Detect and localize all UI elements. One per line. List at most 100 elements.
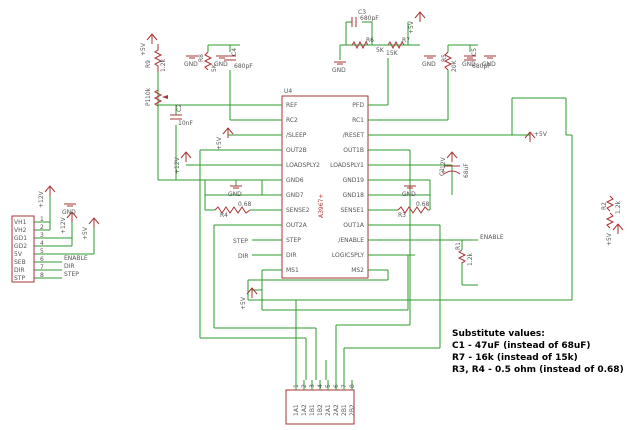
components: R9 1.2k P1 10k C2 10nF R8 5K C4 680pF C3… xyxy=(145,9,622,266)
chip-pin-left: MS1 xyxy=(286,267,299,274)
chip-pin-right: PFD xyxy=(352,102,364,109)
net-dir-chip: DIR xyxy=(238,253,249,260)
net-enable-chip: ENABLE xyxy=(480,234,504,241)
svg-text:10nF: 10nF xyxy=(178,120,193,127)
supply-label: +12V xyxy=(174,156,181,174)
svg-text:R6: R6 xyxy=(366,37,374,44)
bottom-header-pin-label: 2A2 xyxy=(333,404,340,416)
left-header-pin-number: 3 xyxy=(40,232,44,239)
bottom-header-pin-label: 1B2 xyxy=(317,404,324,416)
left-header-pin-number: 7 xyxy=(40,264,44,271)
supply-arrow-icon: +5V xyxy=(240,287,258,310)
supply-arrow-icon: +12V xyxy=(440,151,458,174)
chip-pin-right: RC1 xyxy=(352,117,364,124)
supply-label: +5V xyxy=(216,136,223,150)
ground-icon: GND xyxy=(184,55,198,68)
ground-label: GND xyxy=(184,61,198,68)
ground-label: GND xyxy=(462,61,476,68)
svg-text:R4: R4 xyxy=(220,212,228,219)
chip-pins-left: REFRC2/SLEEPOUT2BLOADSPLY2GND6GND7SENSE2… xyxy=(262,102,320,274)
supply-label: +5V xyxy=(408,20,415,34)
ground-icon: GND xyxy=(332,61,346,74)
bottom-header-pin-number: 8 xyxy=(349,384,356,388)
ground-icon: GND xyxy=(402,185,416,198)
supply-label: +5V xyxy=(82,226,89,240)
bottom-header-pin-number: 6 xyxy=(333,384,340,388)
ground-label: GND xyxy=(62,209,76,216)
net-step-header: STEP xyxy=(64,271,79,278)
chip-pin-left: STEP xyxy=(286,237,301,244)
svg-text:R1: R1 xyxy=(455,242,462,250)
ground-icon: GND xyxy=(228,185,242,198)
net-step-chip: STEP xyxy=(233,238,248,245)
supply-label: +5V xyxy=(140,42,147,56)
bottom-header-pin-label: 2B2 xyxy=(349,404,356,416)
supply-arrow-icon: +12V xyxy=(60,211,78,234)
net-enable-header: ENABLE xyxy=(64,255,88,262)
svg-text:R3: R3 xyxy=(398,212,406,219)
ground-label: GND xyxy=(214,61,228,68)
net-dir-header: DIR xyxy=(64,263,75,270)
left-header-pin-number: 6 xyxy=(40,256,44,263)
chip-pin-left: REF xyxy=(286,102,298,109)
chip-pin-right: OUT1B xyxy=(343,147,364,154)
left-header-pin-label: 5V xyxy=(14,251,23,258)
svg-text:C2: C2 xyxy=(176,104,183,112)
svg-text:C1: C1 xyxy=(439,168,446,176)
svg-text:R8: R8 xyxy=(198,54,205,62)
bottom-header-pin-number: 2 xyxy=(301,384,308,388)
left-header-pin-label: STP xyxy=(14,275,25,282)
chip-pin-right: LOADSPLY1 xyxy=(330,162,364,169)
ground-label: GND xyxy=(228,191,242,198)
supply-symbols: +5V+12V+5V+12V+12V+5V+5V+5V+5V+5V+12V xyxy=(38,11,624,310)
bottom-header-pin-label: 1A1 xyxy=(293,404,300,416)
chip-pin-left: SENSE2 xyxy=(286,207,310,214)
svg-text:R5: R5 xyxy=(441,54,448,62)
chip-pins-right: PFDRC1/RESETOUT1BLOADSPLY1GND19GND18SENS… xyxy=(330,102,388,274)
bottom-header-pin-number: 1 xyxy=(293,384,300,388)
svg-text:680pF: 680pF xyxy=(472,63,491,70)
left-header-pin-label: VH2 xyxy=(14,227,27,234)
bottom-header-pin-label: 1B1 xyxy=(309,404,316,416)
svg-text:C5: C5 xyxy=(471,48,478,56)
left-header-pin-label: GD1 xyxy=(14,235,27,242)
supply-arrow-icon: +5V xyxy=(408,11,426,34)
supply-arrow-icon: +12V xyxy=(38,185,56,208)
chip-pin-right: GND19 xyxy=(343,177,365,184)
chip-pin-left: GND7 xyxy=(286,192,304,199)
svg-text:5K: 5K xyxy=(376,47,385,54)
svg-text:680pF: 680pF xyxy=(360,15,379,22)
svg-text:0.68: 0.68 xyxy=(416,201,430,208)
supply-arrow-icon: +5V xyxy=(606,223,624,246)
chip-body xyxy=(281,95,369,279)
supply-label: +5V xyxy=(240,296,247,310)
chip-pin-left: LOADSPLY2 xyxy=(286,162,320,169)
svg-text:68uF: 68uF xyxy=(463,163,470,178)
chip-pin-left: GND6 xyxy=(286,177,304,184)
left-header-pin-label: VH1 xyxy=(14,219,27,226)
ground-icon: GND xyxy=(214,55,228,68)
bottom-header-pin-number: 5 xyxy=(325,384,332,388)
ground-label: GND xyxy=(332,67,346,74)
chip-pin-right: MS2 xyxy=(351,267,364,274)
svg-text:1.2k: 1.2k xyxy=(615,200,622,214)
chip-pin-right: LOGICSPLY xyxy=(332,252,364,259)
chip-part: A3967+ xyxy=(318,194,325,218)
left-header-pin-number: 4 xyxy=(40,240,44,247)
svg-text:C4: C4 xyxy=(231,48,238,56)
supply-label: +12V xyxy=(440,156,447,174)
notes-line-3: R3, R4 - 0.5 ohm (instead of 0.68) xyxy=(452,365,624,375)
bottom-header-pin-number: 4 xyxy=(317,384,324,388)
left-header-pin-number: 2 xyxy=(40,224,44,231)
notes-title: Substitute values: xyxy=(452,329,545,339)
substitute-notes: Substitute values: C1 - 47uF (instead of… xyxy=(452,329,624,375)
svg-text:15K: 15K xyxy=(386,50,399,57)
chip-pin-right: OUT1A xyxy=(343,222,365,229)
chip-name: U4 xyxy=(284,88,292,95)
ground-label: GND xyxy=(482,61,496,68)
left-header-pin-label: SEB xyxy=(14,259,26,266)
